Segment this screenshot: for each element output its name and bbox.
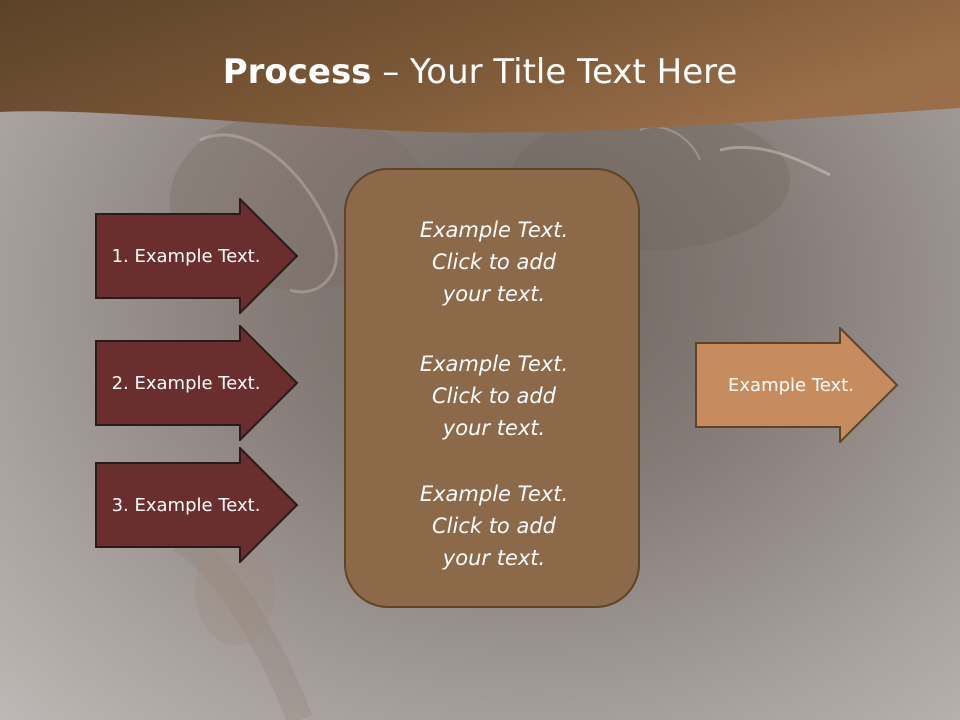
title-rest: – Your Title Text Here — [371, 52, 738, 92]
process-text-1-line-1: Example Text. — [419, 218, 569, 242]
process-box[interactable]: Example Text. Click to add your text. Ex… — [344, 168, 640, 608]
input-arrow-3[interactable]: 3. Example Text. — [95, 447, 299, 563]
process-text-3[interactable]: Example Text. Click to add your text. — [346, 478, 642, 574]
process-text-3-line-3: your text. — [442, 546, 546, 570]
arrow-shape-icon — [95, 198, 299, 314]
input-arrow-1-label: 1. Example Text. — [111, 245, 261, 267]
process-text-2-line-1: Example Text. — [419, 352, 569, 376]
output-arrow[interactable]: Example Text. — [695, 327, 899, 443]
input-arrow-1[interactable]: 1. Example Text. — [95, 198, 299, 314]
process-text-3-line-1: Example Text. — [419, 482, 569, 506]
input-arrow-2-label: 2. Example Text. — [111, 372, 261, 394]
arrow-shape-icon — [695, 327, 899, 443]
process-text-1[interactable]: Example Text. Click to add your text. — [346, 214, 642, 310]
output-arrow-label: Example Text. — [728, 374, 854, 396]
arrow-shape-icon — [95, 447, 299, 563]
process-text-2-line-2: Click to add — [431, 384, 556, 408]
process-text-2-line-3: your text. — [442, 416, 546, 440]
title-bold: Process — [222, 52, 372, 92]
process-text-2[interactable]: Example Text. Click to add your text. — [346, 348, 642, 444]
header-band — [0, 0, 960, 133]
process-text-1-line-2: Click to add — [431, 250, 556, 274]
arrow-shape-icon — [95, 325, 299, 441]
input-arrow-3-label: 3. Example Text. — [111, 494, 261, 516]
process-text-1-line-3: your text. — [442, 282, 546, 306]
input-arrow-2[interactable]: 2. Example Text. — [95, 325, 299, 441]
slide-title: Process – Your Title Text Here — [0, 52, 960, 92]
process-text-3-line-2: Click to add — [431, 514, 556, 538]
